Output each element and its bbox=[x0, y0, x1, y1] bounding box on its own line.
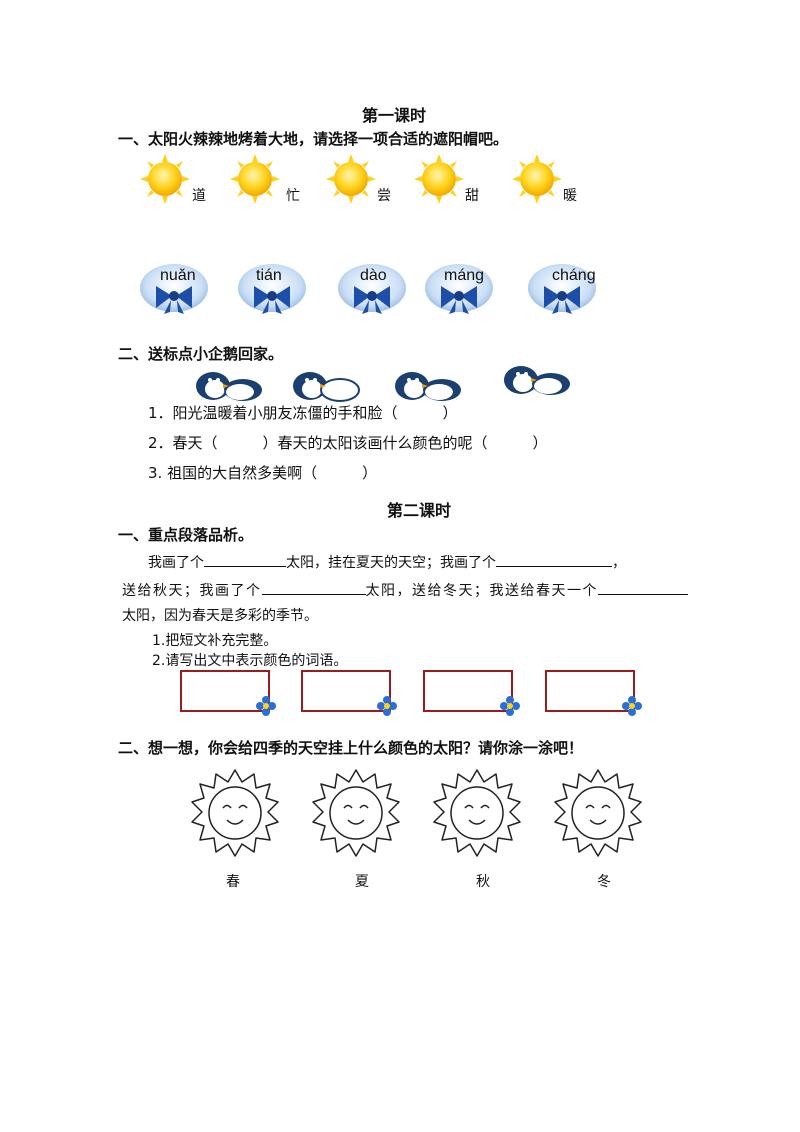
paragraph-text: 送给秋天；我画了个 bbox=[122, 583, 262, 599]
sun-icon bbox=[512, 154, 562, 204]
fill-blank[interactable] bbox=[204, 552, 286, 567]
flower-icon bbox=[256, 696, 276, 716]
sun-item bbox=[230, 154, 280, 204]
paragraph-text: 太阳，送给冬天；我送给春天一个 bbox=[365, 583, 598, 599]
penguin-pair bbox=[193, 366, 265, 402]
hat-pinyin-1: nuǎn bbox=[160, 267, 196, 284]
penguin-pair bbox=[392, 366, 464, 402]
outline-sun[interactable] bbox=[432, 768, 522, 858]
sun-char-5: 暖 bbox=[563, 188, 577, 204]
smiling-sun-icon bbox=[312, 769, 400, 857]
lesson2-q1-sub1: 1.把短文补充完整。 bbox=[152, 633, 278, 649]
hat-pinyin-3: dào bbox=[360, 267, 387, 284]
lesson1-q1-heading: 一、太阳火辣辣地烤着大地，请选择一项合适的遮阳帽吧。 bbox=[118, 130, 509, 148]
flower-icon bbox=[500, 696, 520, 716]
paragraph-text: 太阳，挂在夏天的天空；我画了个 bbox=[286, 555, 496, 571]
sun-icon bbox=[140, 154, 190, 204]
season-label-summer: 夏 bbox=[355, 874, 369, 890]
hat-item bbox=[336, 262, 408, 318]
hat-pinyin-4: máng bbox=[444, 267, 485, 284]
paragraph-line-2: 送给秋天；我画了个 太阳，送给冬天；我送给春天一个 bbox=[122, 580, 688, 600]
hat-item bbox=[423, 262, 495, 318]
season-label-autumn: 秋 bbox=[476, 874, 490, 890]
fill-blank[interactable] bbox=[598, 580, 688, 595]
season-label-spring: 春 bbox=[226, 874, 240, 890]
lesson2-title: 第二课时 bbox=[387, 501, 452, 520]
sun-item bbox=[414, 154, 464, 204]
smiling-sun-icon bbox=[191, 769, 279, 857]
lesson1-q2-item-1: 1．阳光温暖着小朋友冻僵的手和脸（ ） bbox=[148, 404, 458, 422]
lesson1-q2-item-3: 3. 祖国的大自然多美啊（ ） bbox=[148, 464, 378, 482]
sun-char-2: 忙 bbox=[286, 188, 300, 204]
answer-box[interactable] bbox=[423, 670, 513, 712]
sun-char-1: 道 bbox=[192, 188, 206, 204]
lesson2-q2-heading: 二、想一想，你会给四季的天空挂上什么颜色的太阳？请你涂一涂吧！ bbox=[118, 739, 584, 757]
hat-pinyin-5: cháng bbox=[552, 267, 596, 284]
outline-sun[interactable] bbox=[190, 768, 280, 858]
hat-item bbox=[526, 262, 598, 318]
lesson1-title: 第一课时 bbox=[362, 106, 427, 125]
paragraph-text: 我画了个 bbox=[148, 555, 204, 571]
hat-icon bbox=[425, 264, 493, 314]
lesson1-q2-item-2: 2．春天（ ）春天的太阳该画什么颜色的呢（ ） bbox=[148, 434, 548, 452]
hat-icon bbox=[238, 264, 306, 314]
smiling-sun-icon bbox=[554, 769, 642, 857]
penguin-icon bbox=[395, 372, 461, 401]
sun-icon bbox=[326, 154, 376, 204]
outline-sun[interactable] bbox=[311, 768, 401, 858]
sun-char-4: 甜 bbox=[465, 188, 479, 204]
penguin-icon bbox=[293, 372, 360, 402]
penguin-pair bbox=[290, 366, 362, 402]
hat-item bbox=[138, 262, 210, 318]
outline-sun[interactable] bbox=[553, 768, 643, 858]
season-label-winter: 冬 bbox=[597, 874, 611, 890]
hat-pinyin-2: tián bbox=[256, 267, 282, 284]
sun-icon bbox=[230, 154, 280, 204]
lesson2-q1-sub2: 2.请写出文中表示颜色的词语。 bbox=[152, 653, 348, 669]
fill-blank[interactable] bbox=[261, 580, 366, 595]
lesson1-q2-heading: 二、送标点小企鹅回家。 bbox=[118, 345, 284, 363]
sun-icon bbox=[414, 154, 464, 204]
paragraph-text: ， bbox=[612, 555, 626, 571]
answer-box[interactable] bbox=[180, 670, 270, 712]
sun-item bbox=[140, 154, 190, 204]
sun-char-3: 尝 bbox=[377, 188, 391, 204]
sun-item bbox=[512, 154, 562, 204]
penguin-icon bbox=[196, 372, 262, 401]
penguin-icon bbox=[504, 366, 570, 395]
penguin-pair bbox=[501, 360, 573, 396]
hat-icon bbox=[140, 264, 208, 314]
fill-blank[interactable] bbox=[496, 552, 612, 567]
answer-box[interactable] bbox=[545, 670, 635, 712]
paragraph-line-1: 我画了个 太阳，挂在夏天的天空；我画了个 ， bbox=[148, 552, 626, 572]
hat-icon bbox=[338, 264, 406, 314]
lesson2-q1-heading: 一、重点段落品析。 bbox=[118, 526, 254, 544]
answer-box[interactable] bbox=[301, 670, 391, 712]
flower-icon bbox=[377, 696, 397, 716]
hat-icon bbox=[528, 264, 596, 314]
smiling-sun-icon bbox=[433, 769, 521, 857]
flower-icon bbox=[622, 696, 642, 716]
sun-item bbox=[326, 154, 376, 204]
paragraph-line-3: 太阳，因为春天是多彩的季节。 bbox=[122, 608, 318, 624]
hat-item bbox=[236, 262, 308, 318]
